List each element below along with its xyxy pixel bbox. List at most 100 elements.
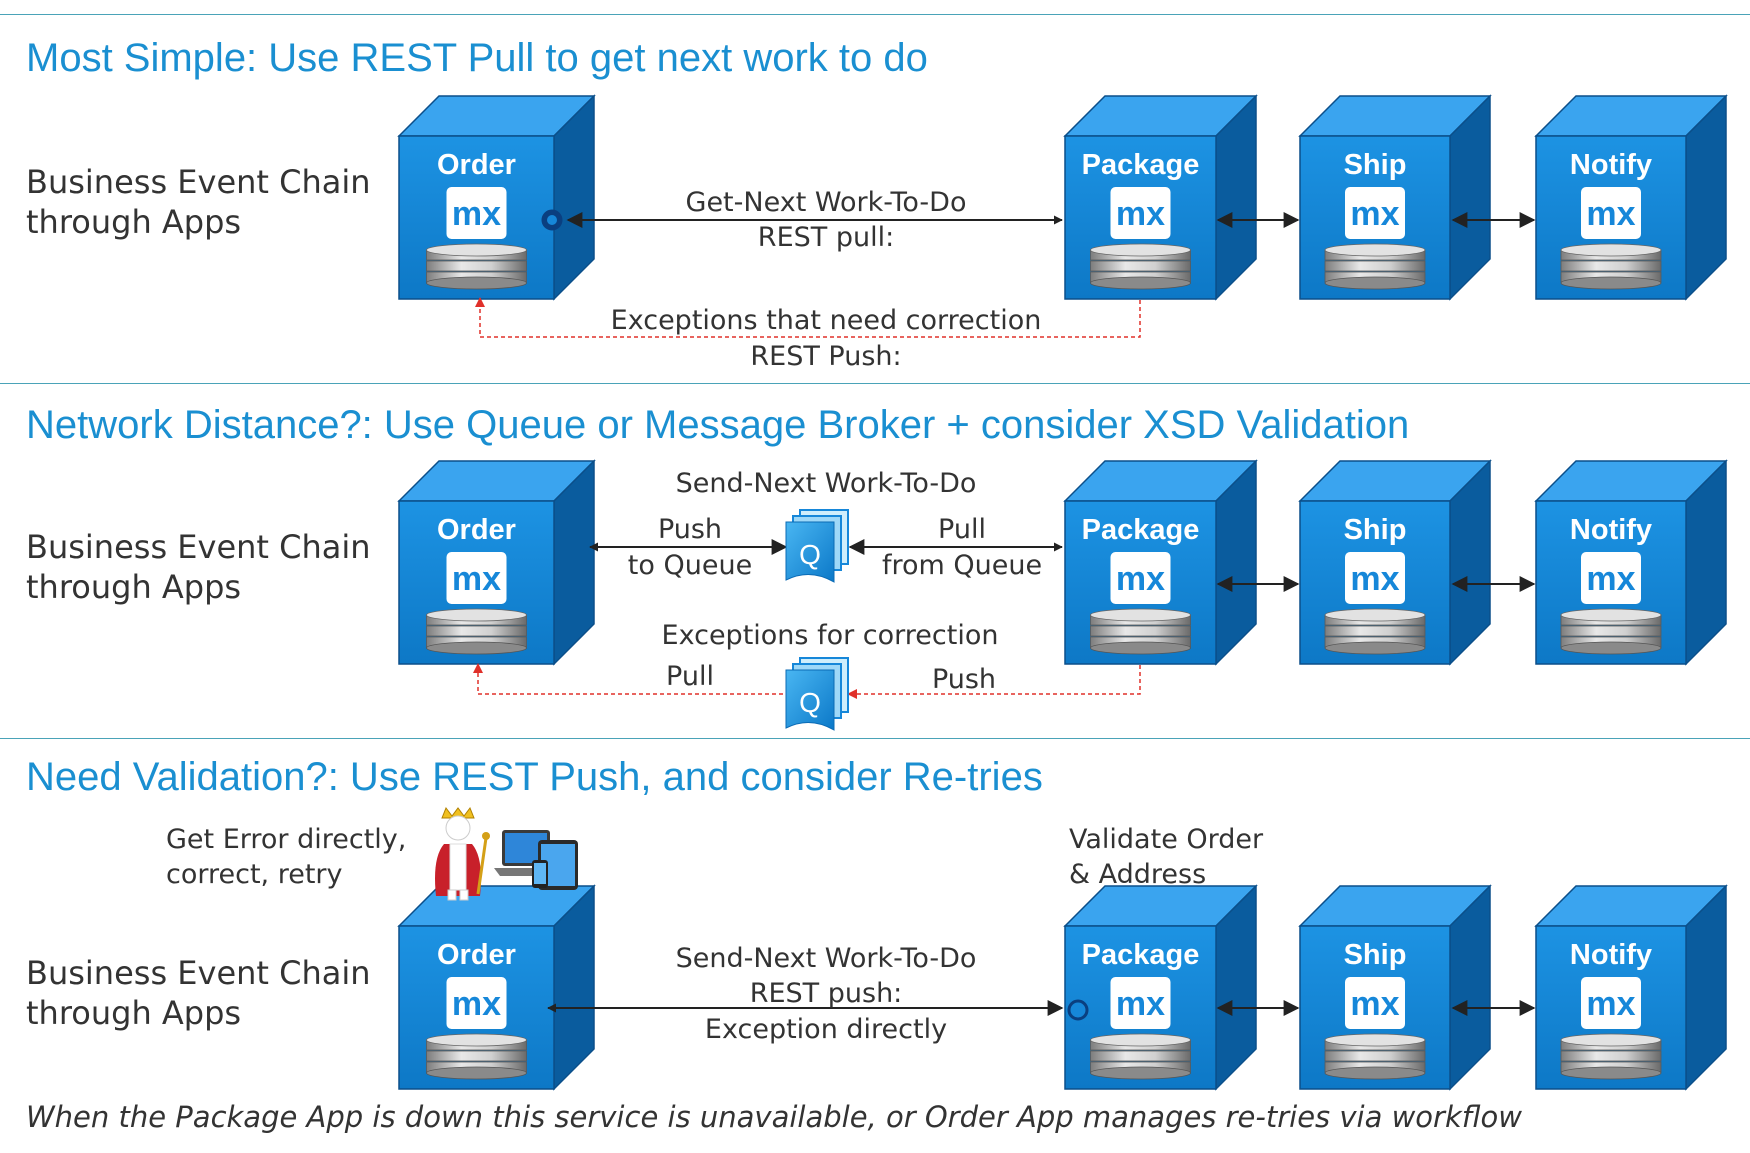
app-name-label: Ship: [1344, 514, 1407, 546]
database-bottom: [1324, 641, 1426, 655]
king-person-icon: [435, 806, 490, 901]
app-name-label: Ship: [1344, 939, 1407, 971]
database-icon: [426, 608, 527, 655]
send-next-title-2: Send-Next Work-To-Do: [675, 468, 977, 499]
exception-directly-label: Exception directly: [704, 1014, 948, 1045]
get-error-line1: Get Error directly,: [166, 824, 407, 855]
database-top: [1324, 243, 1426, 257]
mx-logo-text: mx: [452, 560, 501, 598]
devices-icon: [494, 830, 578, 890]
database-icon: [1324, 1033, 1426, 1080]
push-label-line1: Push: [657, 514, 723, 545]
database-disk: [1090, 1050, 1191, 1062]
database-bottom: [1324, 1066, 1426, 1080]
app-cube-order: Order mx: [397, 884, 596, 1091]
database-bottom: [426, 1066, 527, 1080]
database-bottom: [1090, 1066, 1191, 1080]
database-icon: [1090, 1033, 1191, 1080]
exception-title-1: Exceptions that need correction: [610, 305, 1042, 336]
chain-label-2-line1: Business Event Chain: [26, 528, 371, 566]
database-top: [1560, 1033, 1662, 1047]
database-bottom: [1090, 641, 1191, 655]
mx-logo-text: mx: [1116, 195, 1165, 233]
section-title-simple: Most Simple: Use REST Pull to get next w…: [26, 36, 928, 80]
mx-logo-text: mx: [1586, 985, 1635, 1023]
database-disk: [1560, 1050, 1662, 1062]
app-name-label: Notify: [1570, 514, 1652, 546]
chain-label-2: Business Event Chain through Apps: [26, 527, 371, 607]
database-disk: [1090, 260, 1191, 272]
database-disk: [1324, 1050, 1426, 1062]
mx-logo-text: mx: [1350, 195, 1399, 233]
database-top: [426, 1033, 527, 1047]
app-name-label: Ship: [1344, 149, 1407, 181]
mx-logo-text: mx: [452, 195, 501, 233]
chain-label-3-line2: through Apps: [26, 994, 242, 1032]
chain-label-3: Business Event Chain through Apps: [26, 953, 371, 1033]
exception-dashed-arrow-2a: [847, 665, 1141, 699]
mx-logo-icon: [1345, 187, 1405, 239]
section-title-validation: Need Validation?: Use REST Push, and con…: [26, 755, 1043, 799]
database-disk: [1560, 625, 1662, 637]
mx-logo-icon: [446, 977, 507, 1029]
database-bottom: [426, 276, 527, 290]
database-bottom: [1560, 1066, 1662, 1080]
mx-logo-icon: [1581, 552, 1641, 604]
database-icon: [1090, 243, 1191, 290]
queue-icon: [785, 509, 849, 583]
database-top: [1090, 1033, 1191, 1047]
app-name-label: Notify: [1570, 149, 1652, 181]
database-top: [426, 608, 527, 622]
chain-label-2-line2: through Apps: [26, 568, 242, 606]
validate-text: Validate Order & Address: [1069, 822, 1263, 892]
chain-label-1-line2: through Apps: [26, 203, 242, 241]
mx-logo-icon: [1110, 552, 1171, 604]
footer-note: When the Package App is down this servic…: [26, 1100, 1522, 1134]
database-icon: [1324, 243, 1426, 290]
database-top: [1324, 608, 1426, 622]
mx-logo-text: mx: [1350, 985, 1399, 1023]
database-icon: [1560, 608, 1662, 655]
database-bottom: [1090, 276, 1191, 290]
app-name-label: Package: [1082, 939, 1200, 971]
app-name-label: Order: [437, 939, 516, 971]
exception-title-2: Exceptions for correction: [661, 620, 999, 651]
mx-logo-icon: [1581, 977, 1641, 1029]
database-disk: [426, 1050, 527, 1062]
mx-logo-text: mx: [1116, 560, 1165, 598]
app-name-label: Notify: [1570, 939, 1652, 971]
get-next-title: Get-Next Work-To-Do: [685, 187, 967, 218]
database-top: [1090, 608, 1191, 622]
database-bottom: [1324, 276, 1426, 290]
mx-logo-icon: [1345, 552, 1405, 604]
database-icon: [1560, 243, 1662, 290]
database-disk: [426, 260, 527, 272]
chain-label-1: Business Event Chain through Apps: [26, 162, 371, 242]
queue-letter-1: Q: [799, 539, 821, 570]
mx-logo-icon: [1110, 187, 1171, 239]
mx-logo-icon: [446, 187, 507, 239]
rest-endpoint-dot-inner: [547, 215, 557, 225]
validate-line2: & Address: [1069, 859, 1207, 890]
mx-logo-icon: [1110, 977, 1171, 1029]
rest-push-label-3: REST push:: [749, 978, 903, 1009]
app-cube-order: Order mx: [397, 94, 596, 301]
database-top: [1560, 608, 1662, 622]
exception-dashed-arrow-1: [475, 297, 1141, 338]
mx-logo-icon: [1345, 977, 1405, 1029]
database-disk: [426, 625, 527, 637]
mx-logo-icon: [446, 552, 507, 604]
database-disk: [1560, 260, 1662, 272]
database-bottom: [1560, 276, 1662, 290]
exception-push-label: Push: [931, 664, 997, 695]
mx-logo-text: mx: [452, 985, 501, 1023]
exception-dashed-arrow-2b: [473, 663, 783, 695]
app-name-label: Package: [1082, 149, 1200, 181]
mx-logo-icon: [1581, 187, 1641, 239]
app-name-label: Order: [437, 149, 516, 181]
